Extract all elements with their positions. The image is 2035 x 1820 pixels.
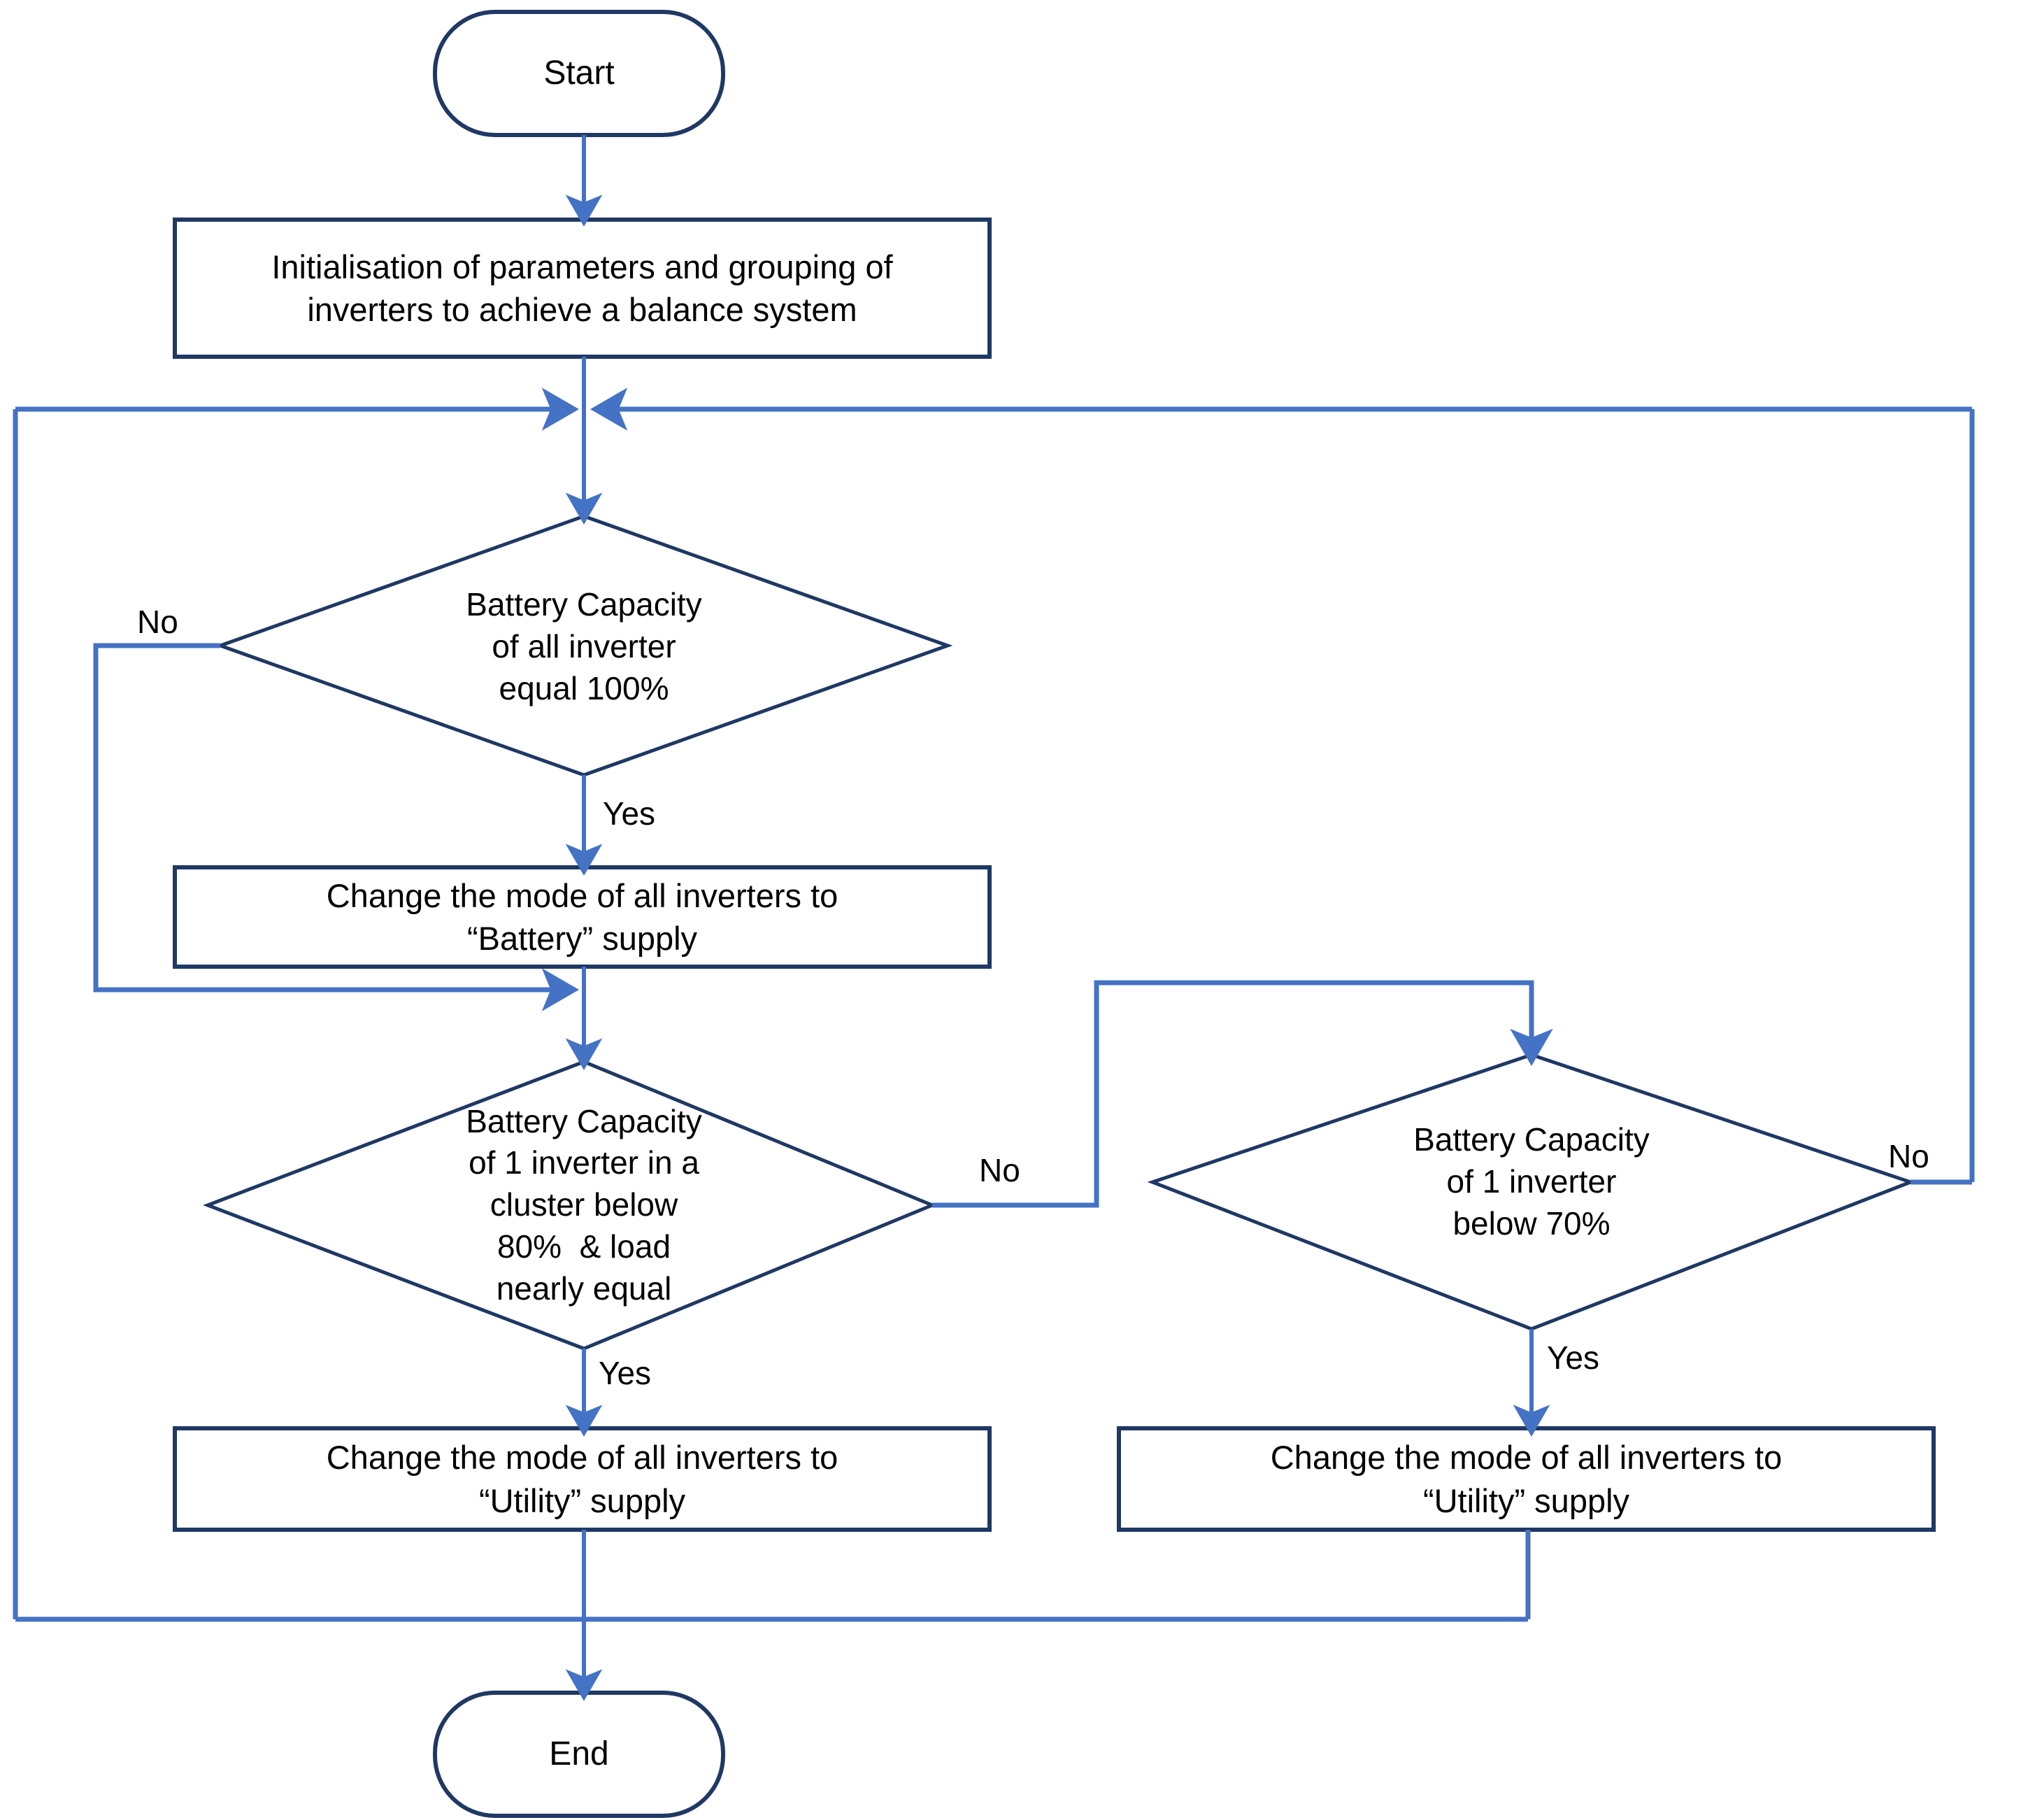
edge-label-decision2-yes: Yes [599, 1355, 652, 1391]
edge-label-decision1-yes: Yes [603, 795, 656, 832]
edge-label-decision1-no: No [137, 604, 178, 640]
decision-cluster-80-shape [202, 1060, 937, 1351]
initialisation-shape [173, 218, 992, 359]
decision-all-100-shape [215, 514, 953, 777]
utility-mode-left-shape [173, 1426, 992, 1532]
decision-one-70-shape [1147, 1053, 1916, 1331]
battery-mode-shape [173, 865, 992, 969]
start-shape [433, 10, 725, 137]
utility-mode-right-shape [1117, 1426, 1936, 1532]
end-shape [433, 1691, 725, 1818]
edge-label-decision3-yes: Yes [1547, 1339, 1600, 1376]
edge-label-decision3-no: No [1888, 1138, 1929, 1174]
edge-label-decision2-no: No [979, 1152, 1020, 1188]
connector-decision1-no [93, 643, 580, 1011]
connector-decision2-no [932, 980, 1553, 1208]
